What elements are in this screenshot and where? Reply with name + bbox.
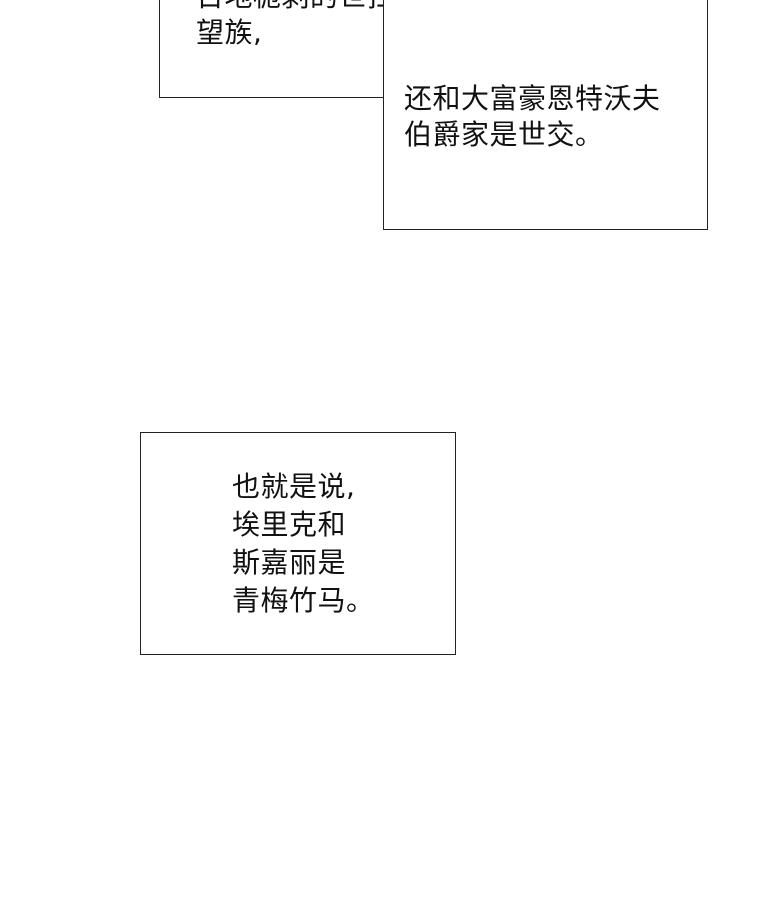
caption-bottom-line4: 青梅竹马。 (232, 584, 375, 617)
caption-middle-line1: 还和大富豪恩特沃夫 (404, 82, 661, 115)
caption-bottom-line1: 也就是说, (232, 470, 356, 503)
box-top-edge-mask (385, 0, 455, 96)
caption-middle-line2: 伯爵家是世交。 (404, 118, 604, 151)
caption-top-line2: 望族, (196, 16, 263, 49)
caption-bottom-line3: 斯嘉丽是 (232, 546, 347, 579)
caption-top-line1-cut: 日地栀剥的世扛 (196, 0, 396, 14)
caption-box-bottom (140, 432, 456, 655)
caption-bottom-line2: 埃里克和 (232, 508, 347, 541)
